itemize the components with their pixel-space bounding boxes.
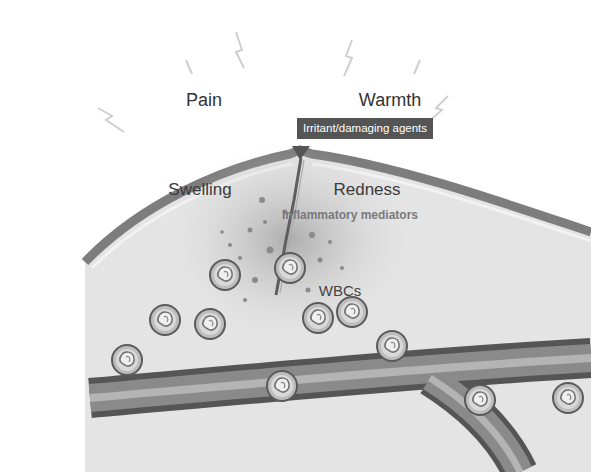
wbc — [150, 305, 180, 335]
inflamed-area — [175, 145, 405, 335]
wbc — [377, 331, 407, 361]
label-text: Inflammatory mediators — [282, 208, 418, 222]
wbc — [553, 383, 583, 413]
wbc — [337, 297, 367, 327]
wbc — [210, 260, 240, 290]
wbc — [275, 253, 305, 283]
node-text: Irritant/damaging agents — [303, 122, 427, 134]
wbc — [112, 345, 142, 375]
wound-notch — [292, 146, 310, 160]
label-text: WBCs — [319, 282, 362, 299]
label-text: Warmth — [359, 90, 421, 111]
wbc — [195, 309, 225, 339]
wbc — [465, 385, 495, 415]
label-text: Pain — [186, 90, 222, 111]
wbc — [303, 303, 333, 333]
label-text: Redness — [333, 180, 400, 200]
label-text: Swelling — [168, 180, 231, 200]
wbc — [267, 371, 297, 401]
tissue — [85, 150, 591, 472]
blood-vessel — [90, 358, 591, 472]
pain-flash — [98, 32, 448, 132]
agent-box: Irritant/damaging agents — [297, 118, 433, 139]
